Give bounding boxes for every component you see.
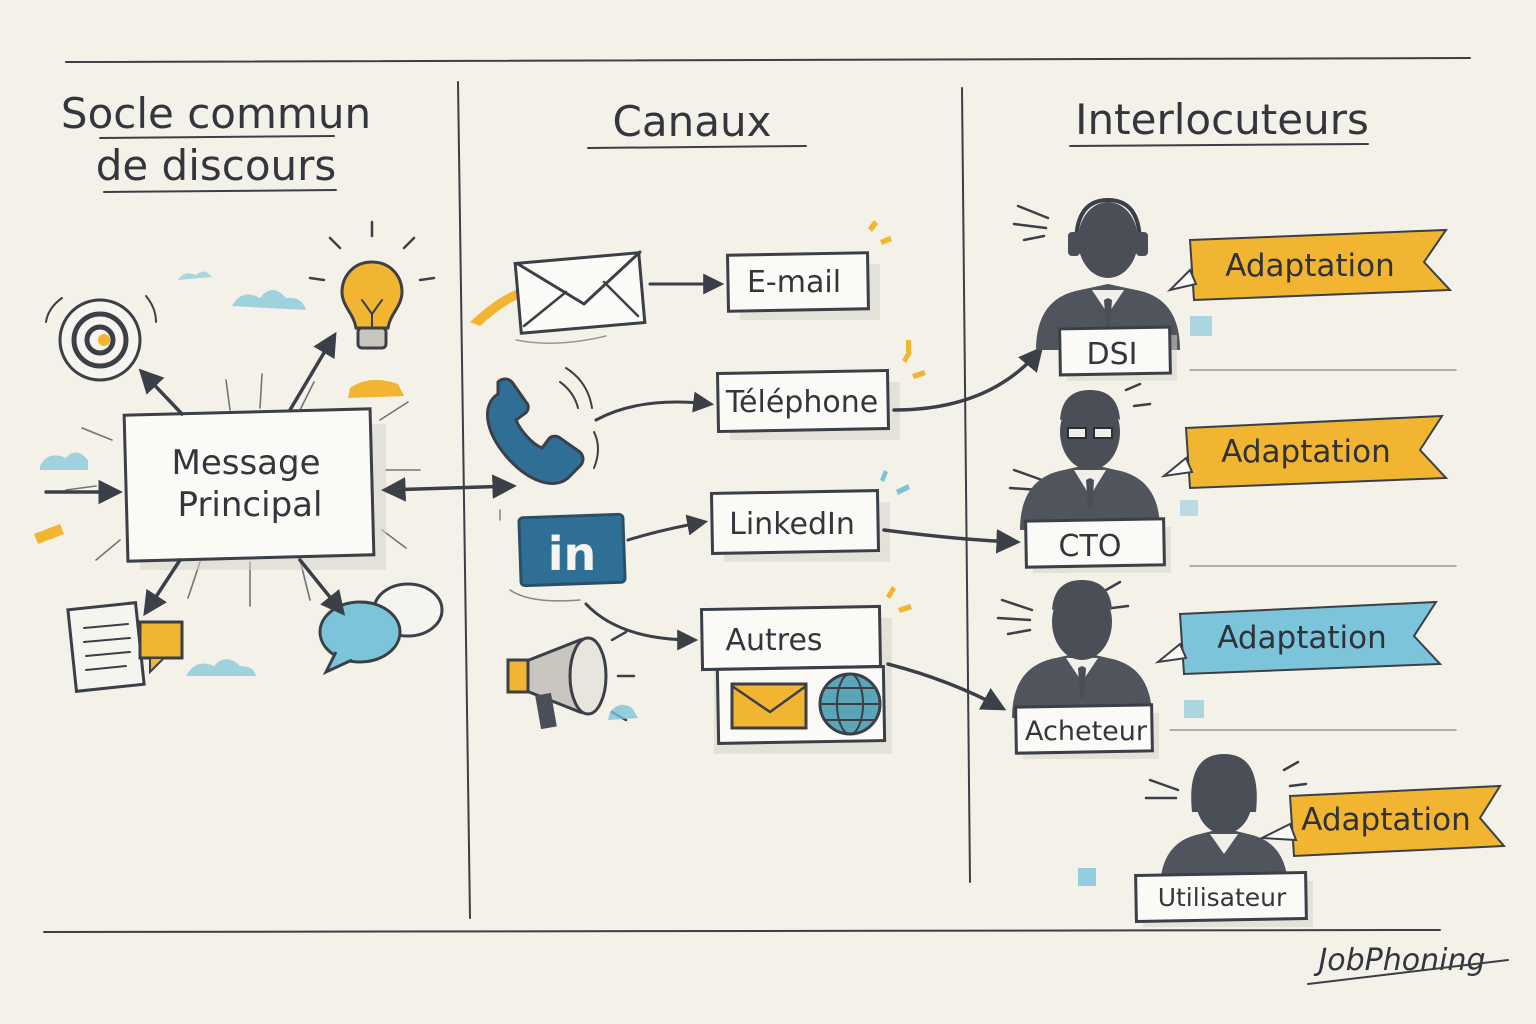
channel-autres: Autres xyxy=(699,586,912,754)
speech-bubbles-icon xyxy=(318,582,444,676)
channel-telephone: Téléphone xyxy=(715,340,926,440)
interlocutor-dsi: DSI Adaptation xyxy=(1012,198,1453,381)
left-title-line2: de discours xyxy=(96,141,337,190)
channel-linkedin: LinkedIn xyxy=(709,470,910,562)
core-arrows xyxy=(44,331,517,617)
channel-linkedin-label: LinkedIn xyxy=(729,507,855,542)
column-title-left: Socle commun de discours xyxy=(61,89,371,193)
small-envelope-icon xyxy=(730,682,808,730)
channel-email-label: E-mail xyxy=(747,265,841,300)
interlocutor-utilisateur: Utilisateur Adaptation xyxy=(1078,754,1507,927)
interlocutor-acheteur: Acheteur Adaptation xyxy=(996,580,1443,759)
banner-cto: Adaptation xyxy=(1160,414,1449,490)
column-title-right: Interlocuteurs xyxy=(1069,95,1369,147)
banner-utilisateur: Adaptation xyxy=(1258,784,1507,858)
decor-squares xyxy=(1180,316,1212,718)
role-cto: CTO xyxy=(1059,529,1122,564)
linkedin-icon-text: in xyxy=(548,527,597,581)
envelope-icon xyxy=(470,250,647,344)
megaphone-icon xyxy=(506,630,638,730)
document-icon xyxy=(66,601,184,693)
message-line1: Message xyxy=(171,443,320,483)
banner-utilisateur-label: Adaptation xyxy=(1301,802,1471,838)
column-title-middle: Canaux xyxy=(587,97,807,149)
banner-dsi: Adaptation xyxy=(1166,228,1453,302)
channel-autres-label: Autres xyxy=(725,623,822,658)
banner-dsi-label: Adaptation xyxy=(1225,248,1395,284)
globe-icon xyxy=(818,672,882,736)
channel-telephone-label: Téléphone xyxy=(725,385,878,420)
role-dsi: DSI xyxy=(1087,337,1138,372)
role-acheteur: Acheteur xyxy=(1025,716,1148,747)
left-title-line1: Socle commun xyxy=(61,89,371,138)
cloud-decoration xyxy=(34,271,404,676)
banner-acheteur: Adaptation xyxy=(1154,600,1443,676)
brand-signature: JobPhoning xyxy=(1307,943,1509,985)
message-line2: Principal xyxy=(178,485,323,525)
burst-lines xyxy=(65,373,421,607)
role-utilisateur: Utilisateur xyxy=(1158,883,1287,912)
banner-acheteur-label: Adaptation xyxy=(1217,620,1387,656)
banner-cto-label: Adaptation xyxy=(1221,434,1391,470)
phone-icon xyxy=(486,367,599,485)
channel-arrows xyxy=(584,273,1044,711)
linkedin-icon: in xyxy=(499,509,627,602)
channel-email: E-mail xyxy=(725,220,892,320)
middle-title: Canaux xyxy=(613,97,772,146)
right-title: Interlocuteurs xyxy=(1075,95,1369,144)
lightbulb-icon xyxy=(308,220,436,350)
target-icon xyxy=(45,295,157,382)
message-principal-box: Message Principal xyxy=(122,407,386,570)
interlocutor-cto: CTO Adaptation xyxy=(1008,382,1449,573)
